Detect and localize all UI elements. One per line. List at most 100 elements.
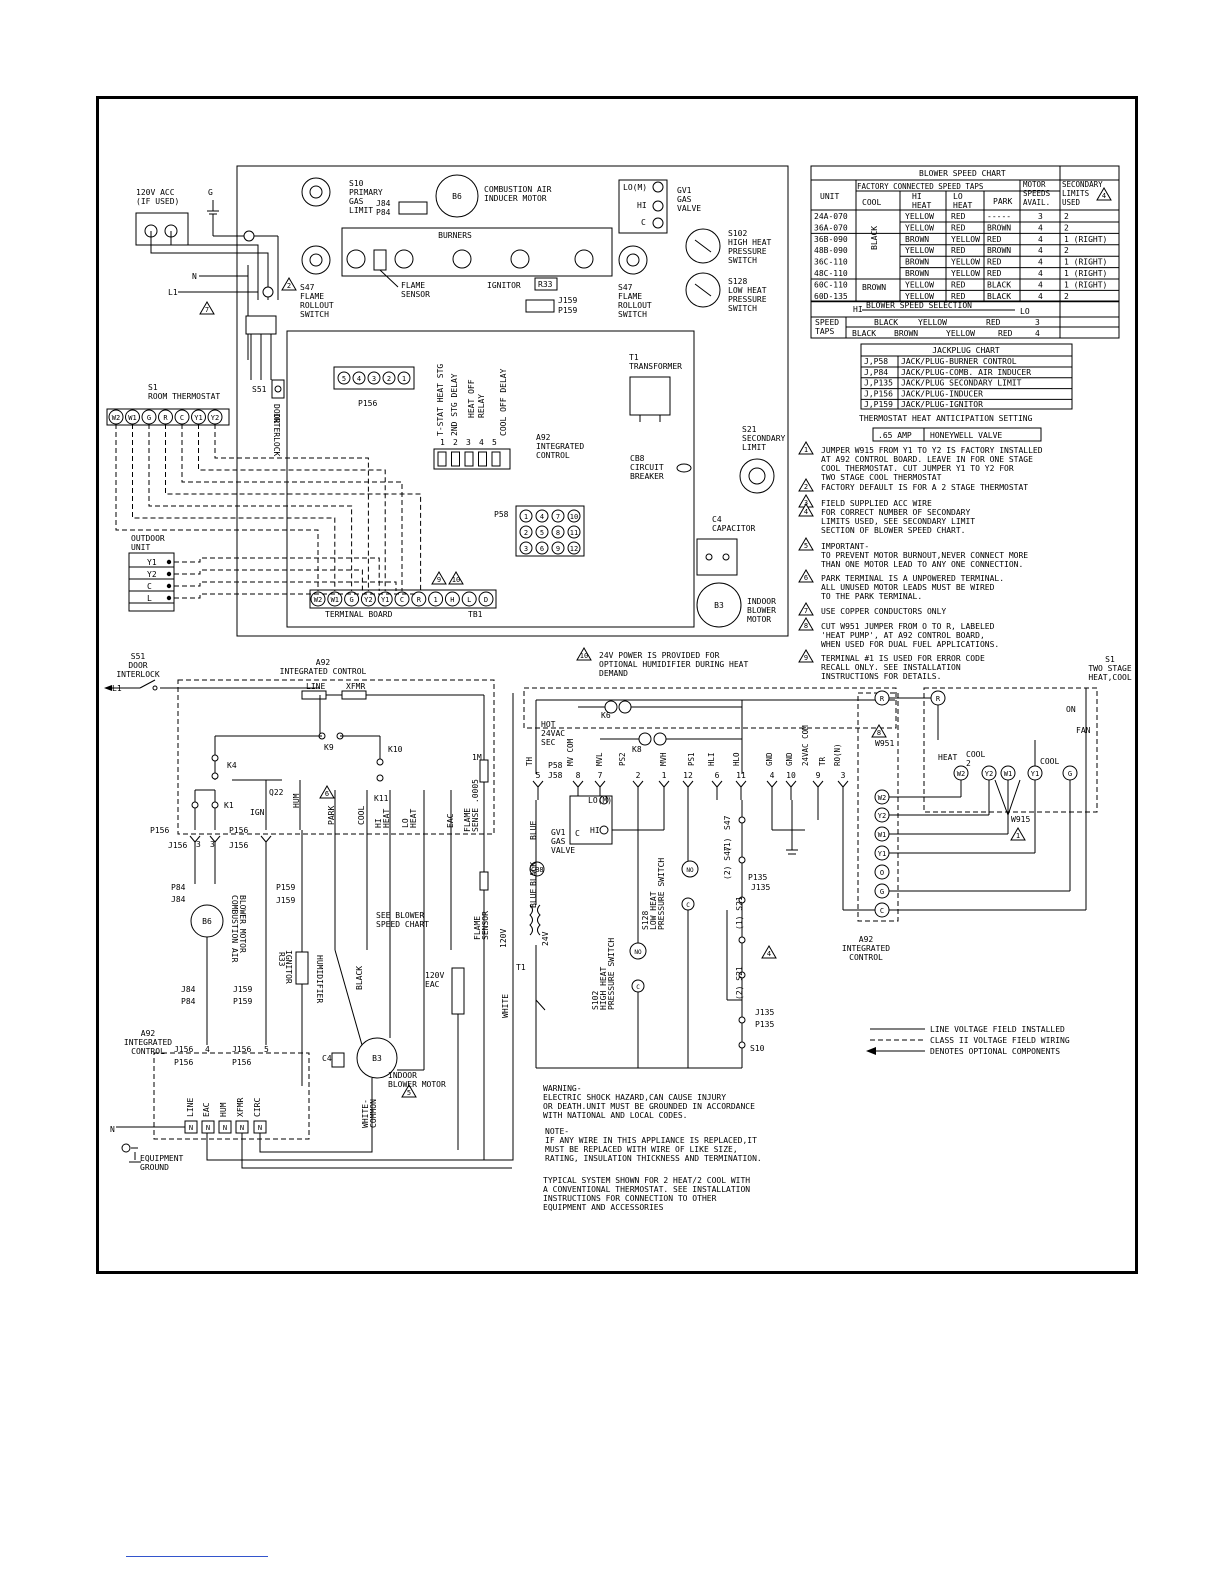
s102-label: S102 <box>728 229 747 238</box>
note-text: THAN ONE MOTOR LEAD TO ANY ONE CONNECTIO… <box>821 560 1023 569</box>
note10-text: OPTIONAL HUMIDIFIER DURING HEAT <box>599 660 748 669</box>
thermostat-field-wire <box>165 424 422 591</box>
note-text: WHEN USED FOR DUAL FUEL APPLICATIONS. <box>821 640 999 649</box>
chart-lo-heat: YELLOW <box>951 258 980 267</box>
terminal <box>360 591 376 607</box>
s10-label: S10 <box>349 179 364 188</box>
anticipation-valve: HONEYWELL VALVE <box>930 431 1002 440</box>
chart-lo-heat: RED <box>951 246 966 255</box>
warning-text: ELECTRIC SHOCK HAZARD,CAN CAUSE INJURY <box>543 1093 726 1102</box>
outdoor-terminal-box <box>128 552 175 612</box>
legend-dashed: CLASS II VOLTAGE FIELD WIRING <box>930 1036 1070 1045</box>
s102-label: PRESSURE SWITCH <box>607 938 616 1010</box>
n-terminal-label: N <box>240 1124 244 1132</box>
gv1-c: C <box>641 218 646 227</box>
indoor-blower-label: BLOWER <box>747 606 776 615</box>
note-ref-triangle <box>798 569 814 583</box>
p58-dashed-top <box>523 687 897 729</box>
chart-header: SPEEDS <box>1023 189 1051 198</box>
terminal <box>274 385 282 393</box>
terminal-label: 11 <box>570 529 578 537</box>
note-text: ALL UNUSED MOTOR LEADS MUST BE WIRED <box>821 583 995 592</box>
note-ref-triangle <box>1096 187 1112 201</box>
see-blower-label: SEE BLOWER <box>376 911 424 920</box>
terminal <box>152 685 158 691</box>
p58-pin-name: MVH <box>659 752 668 766</box>
gv1-label: GV1 <box>551 828 566 837</box>
terminal <box>428 591 444 607</box>
terminal-label: Y2 <box>211 414 219 422</box>
chart-header: MOTOR <box>1023 180 1046 189</box>
note-text: USE COPPER CONDUCTORS ONLY <box>821 607 946 616</box>
s102-label: SWITCH <box>728 256 757 265</box>
r33-label: R33 <box>538 280 553 289</box>
wire <box>837 780 844 788</box>
terminal-label: 1 <box>402 375 406 383</box>
t1-coil <box>529 904 533 936</box>
note-ref-number: 2 <box>804 483 808 491</box>
terminal-label: 5 <box>540 529 544 537</box>
burner <box>346 249 366 269</box>
cool-label: COOL <box>357 806 366 825</box>
chart-header: COOL <box>862 198 881 207</box>
b6-label: B6 <box>452 192 462 201</box>
terminal <box>394 591 410 607</box>
terminal-label: 1 <box>524 513 528 521</box>
note-text: 'HEAT PUMP', AT A92 CONTROL BOARD, <box>821 631 985 640</box>
terminal-label: 2 <box>387 375 391 383</box>
note-text: FOR CORRECT NUMBER OF SECONDARY <box>821 508 970 517</box>
s1-right-label: S1 <box>1105 655 1115 664</box>
p58-pin-num: 12 <box>683 771 693 780</box>
terminal <box>382 371 396 385</box>
wire <box>214 835 221 843</box>
footer-link-underline[interactable] <box>126 1556 268 1557</box>
s128-label: LOW HEAT <box>728 286 767 295</box>
hot-label: SEC <box>541 738 556 747</box>
j84-label: J84 <box>171 895 186 904</box>
ground-label: G <box>208 188 213 197</box>
s21-label: SECONDARY <box>742 434 786 443</box>
chart-secondary: 1 (RIGHT) <box>1064 269 1107 278</box>
terminal-label: W2 <box>878 794 886 802</box>
chart-unit: 36B-090 <box>814 235 848 244</box>
terminal <box>309 185 323 199</box>
terminal <box>191 801 199 809</box>
terminal-label: O <box>880 869 884 877</box>
terminal <box>243 230 255 242</box>
s102-label: PRESSURE <box>728 247 767 256</box>
chart-secondary: 2 <box>1064 246 1069 255</box>
terminal <box>211 801 219 809</box>
a92-right-label: INTEGRATED <box>842 944 890 953</box>
terminal-label: Y1 <box>1031 770 1039 778</box>
note-text: CUT W951 JUMPER FROM O TO R, LABELED <box>821 622 995 631</box>
see-blower-label: SPEED CHART <box>376 920 429 929</box>
terminal <box>211 772 219 780</box>
terminal-label: D <box>484 596 488 604</box>
hi-heat-label: HEAT <box>382 809 391 828</box>
flame-sensor-box <box>479 871 489 891</box>
note-text: AT A92 CONTROL BOARD. LEAVE IN FOR ONE S… <box>821 455 1033 464</box>
jackplug-title: JACKPLUG CHART <box>932 346 1000 355</box>
a92-pin <box>464 451 474 467</box>
equipment-ground-label: EQUIPMENT <box>140 1154 184 1163</box>
v24-label: 24V <box>541 931 550 946</box>
flame-sensor-label: FLAME <box>473 916 482 940</box>
terminal-label: R <box>163 414 168 422</box>
chart-title: BLOWER SPEED CHART <box>919 169 1006 178</box>
chart-header: HEAT <box>912 201 931 210</box>
terminal-label: 3 <box>524 545 528 553</box>
flame-sense-label: FLAME <box>463 808 472 832</box>
chart-header: HI <box>912 192 922 201</box>
junction-dot <box>166 595 172 601</box>
note-ref-number: 7 <box>804 607 808 615</box>
selection-title: BLOWER SPEED SELECTION <box>866 301 972 310</box>
p58-pin-num: 11 <box>736 771 746 780</box>
note-ref-number: 4 <box>804 508 808 516</box>
chart-header: SECONDARY <box>1062 180 1103 189</box>
thermostat-field-wire <box>148 424 353 591</box>
p58-pin-name: HLO <box>732 752 741 766</box>
j58-label: J58 <box>548 771 563 780</box>
p58-pin-name: MV COM <box>566 738 575 766</box>
t1-label: TRANSFORMER <box>629 362 682 371</box>
terminal-label: 4 <box>540 513 544 521</box>
